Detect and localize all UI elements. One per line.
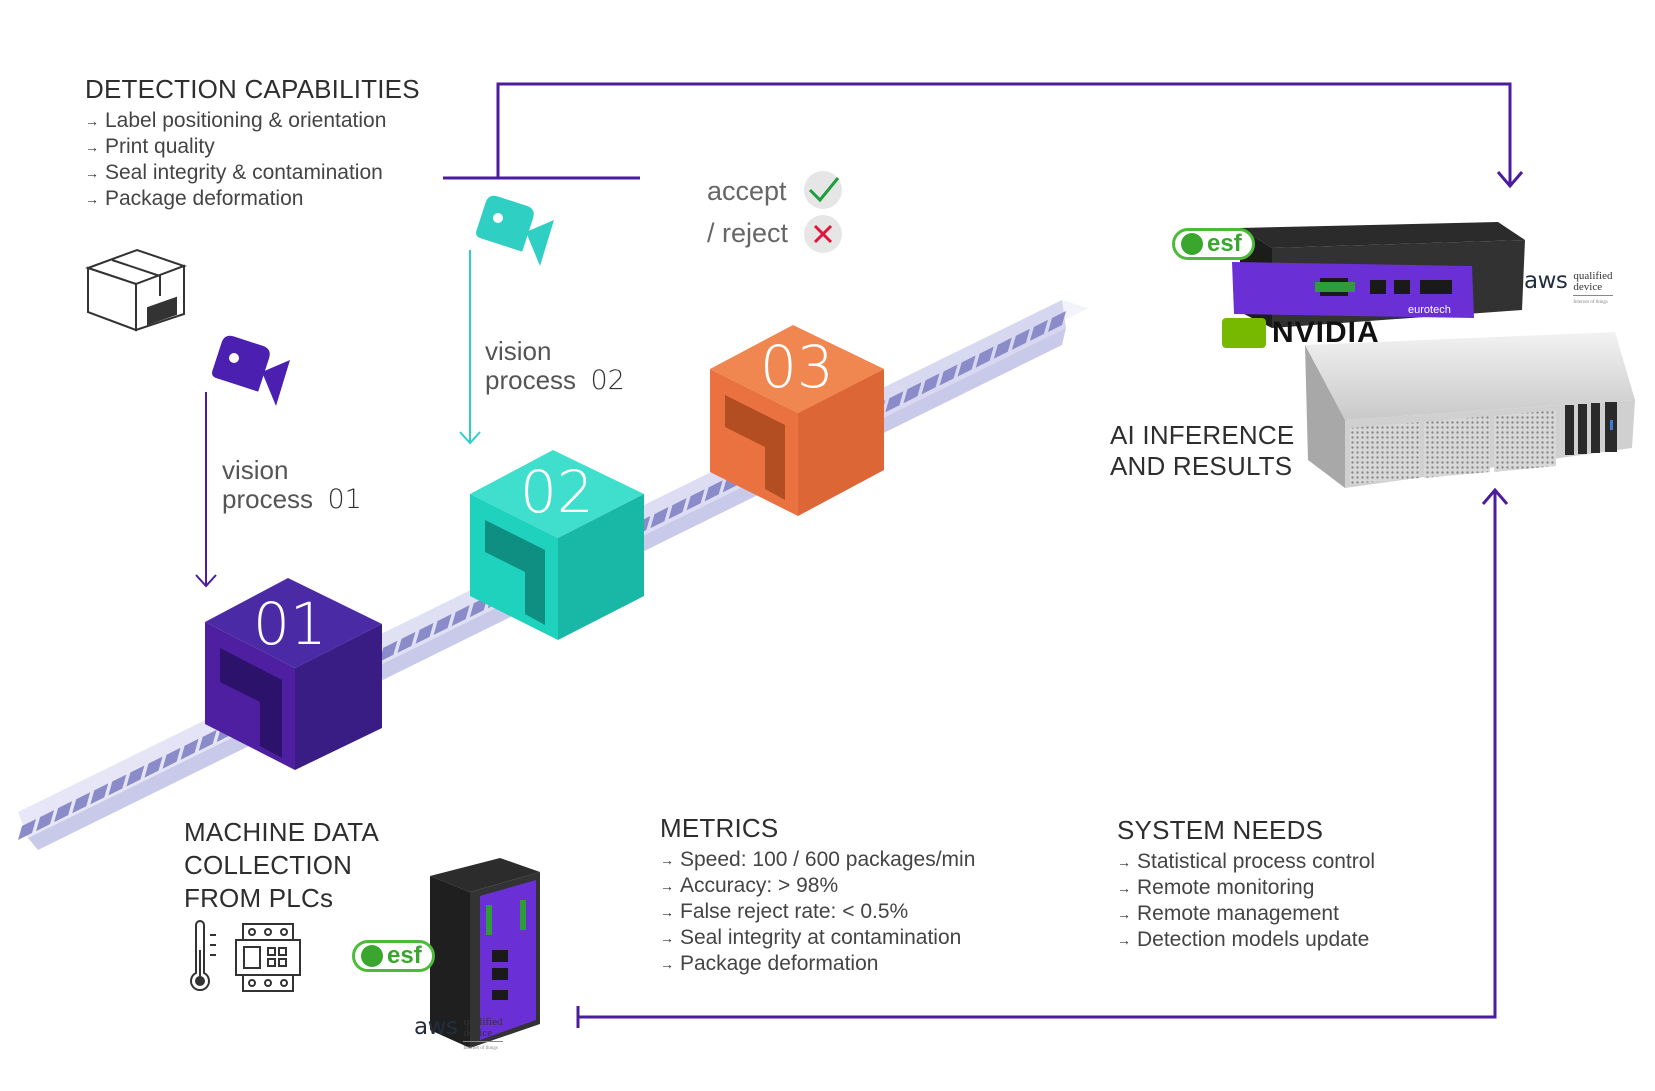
- station-02-number: 02: [520, 458, 594, 526]
- system-needs-title: SYSTEM NEEDS: [1117, 815, 1324, 845]
- station-03-block: [710, 325, 884, 516]
- conveyor-chevron: [36, 810, 55, 832]
- station-01-block: [205, 578, 382, 770]
- conveyor-chevron: [921, 373, 940, 395]
- list-item: →False reject rate: < 0.5%: [660, 900, 909, 923]
- conveyor-chevron: [704, 480, 723, 502]
- conveyor-chevron: [903, 382, 922, 404]
- conveyor-chevron: [433, 614, 452, 636]
- conveyor-chevron: [18, 819, 36, 840]
- list-item: →Statistical process control: [1117, 850, 1376, 873]
- conveyor-chevron: [54, 801, 73, 823]
- package-box-icon: [84, 248, 187, 332]
- conveyor-chevron: [939, 364, 958, 386]
- edge-gateway-device: [1232, 222, 1525, 328]
- list-item: →Speed: 100 / 600 packages/min: [660, 848, 976, 871]
- station-03-number: 03: [760, 333, 834, 401]
- conveyor-chevron: [1029, 319, 1048, 341]
- conveyor-chevron: [975, 346, 994, 368]
- machine-data-title: MACHINE DATA COLLECTION FROM PLCs: [184, 817, 380, 913]
- list-item: →Print quality: [85, 135, 215, 158]
- conveyor-chevron: [650, 507, 669, 529]
- check-icon: [804, 171, 842, 209]
- camera-icon: [476, 195, 554, 266]
- system-needs-list: →Statistical process control →Remote mon…: [1117, 849, 1375, 953]
- station-02-block: [470, 450, 644, 640]
- vision-01-arrow: [195, 392, 217, 588]
- metrics-title: METRICS: [660, 813, 779, 843]
- top-flow-arrow: [443, 82, 1524, 189]
- list-item: →Seal integrity & contamination: [85, 161, 383, 184]
- thermometer-icon: [190, 920, 216, 992]
- vision-01-number: 01: [327, 484, 362, 515]
- conveyor-chevron: [144, 756, 163, 778]
- vision-02-arrow: [459, 250, 481, 445]
- plc-module-icon: [235, 923, 301, 992]
- conveyor-chevron: [885, 391, 904, 413]
- vision-process-02-label: vision process 02: [485, 336, 625, 396]
- list-item: →Package deformation: [85, 187, 304, 210]
- reject-label: / reject: [707, 218, 789, 248]
- cross-icon: [804, 215, 842, 253]
- detection-title: DETECTION CAPABILITIES: [85, 74, 420, 104]
- conveyor-chevron: [957, 355, 976, 377]
- rack-server-device: [1305, 332, 1635, 488]
- conveyor-chevron: [90, 783, 109, 805]
- field-gateway-device: [430, 858, 540, 1048]
- vision-process-01-label: vision process 01: [222, 455, 362, 515]
- eurotech-logo: eurotech: [1408, 304, 1451, 316]
- conveyor-chevron: [126, 765, 145, 787]
- vision-02-number: 02: [590, 365, 625, 396]
- conveyor-chevron: [686, 489, 705, 511]
- bottom-flow-arrow: [576, 487, 1509, 1028]
- conveyor-chevron: [397, 631, 416, 653]
- conveyor-chevron: [162, 747, 181, 769]
- detection-list: →Label positioning & orientation →Print …: [85, 108, 386, 212]
- list-item: →Label positioning & orientation: [85, 109, 387, 132]
- station-01-number: 01: [253, 590, 327, 658]
- accept-label: accept: [707, 176, 787, 206]
- list-item: →Remote monitoring: [1117, 876, 1315, 899]
- conveyor-chevron: [415, 622, 434, 644]
- esf-logo: esf: [1172, 228, 1255, 260]
- conveyor-chevron: [1011, 328, 1030, 350]
- camera-icon: [212, 335, 290, 406]
- nvidia-eye-icon: [1222, 318, 1266, 348]
- conveyor-chevron: [72, 792, 91, 814]
- nvidia-logo: NVIDIA: [1222, 316, 1380, 350]
- esf-logo: esf: [352, 940, 435, 972]
- conveyor-chevron: [108, 774, 127, 796]
- conveyor-chevron: [451, 605, 470, 627]
- list-item: →Seal integrity at contamination: [660, 926, 962, 949]
- conveyor-chevron: [993, 337, 1012, 359]
- list-item: →Package deformation: [660, 952, 879, 975]
- conveyor-chevron: [1048, 311, 1066, 332]
- ai-inference-title: AI INFERENCE AND RESULTS: [1110, 420, 1295, 481]
- list-item: →Remote management: [1117, 902, 1339, 925]
- conveyor-chevron: [668, 498, 687, 520]
- list-item: →Detection models update: [1117, 928, 1370, 951]
- conveyor-chevron: [198, 729, 217, 751]
- list-item: →Accuracy: > 98%: [660, 874, 839, 897]
- metrics-list: →Speed: 100 / 600 packages/min →Accuracy…: [660, 847, 975, 977]
- conveyor-chevron: [180, 738, 199, 760]
- conveyor-chevron: [379, 640, 398, 662]
